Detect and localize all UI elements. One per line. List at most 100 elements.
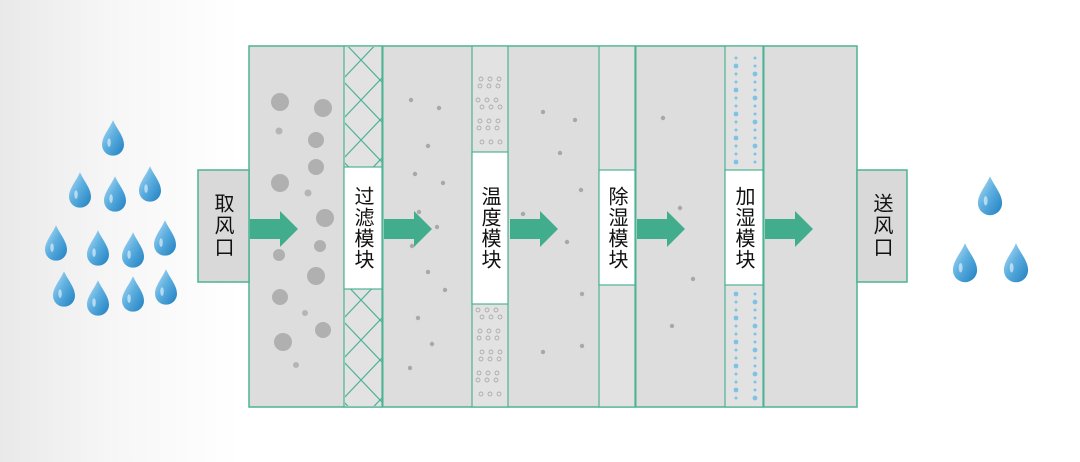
humidify-mist-dot (734, 120, 738, 124)
water-drop-highlight (50, 243, 54, 252)
humidify-mist-dot (752, 299, 758, 305)
temperature-bubble (479, 349, 485, 355)
water-drop-icon (977, 176, 1003, 216)
temperature-bubble (479, 314, 485, 320)
dust-particle (302, 310, 308, 316)
fine-particle (442, 287, 448, 293)
humidify-mist-dot (753, 388, 757, 392)
temperature-bubble (493, 307, 499, 313)
humidify-mist-dot (753, 340, 757, 344)
humidify-mist-dot (753, 332, 757, 336)
dehumidify-label-box (598, 169, 636, 286)
temperature-bubble (486, 83, 492, 89)
water-drop-highlight (160, 287, 164, 296)
water-drop-icon (155, 269, 177, 305)
humidify-mist-dot (753, 316, 757, 320)
fine-particle (540, 109, 546, 115)
humidify-mist-dot (752, 119, 758, 125)
temperature-bubble (496, 356, 502, 362)
water-drop-highlight (109, 194, 113, 203)
dust-particle (271, 93, 289, 111)
humidify-mist-dot (753, 380, 757, 384)
temperature-bubble (485, 335, 491, 341)
temperature-bubble (475, 307, 481, 313)
humidify-mist-dot (753, 80, 757, 84)
humidify-mist-dot (734, 396, 738, 400)
humidify-mist-dot (733, 339, 739, 345)
water-drop-highlight (983, 196, 988, 206)
temperature-bubble (488, 314, 494, 320)
intake-port-label: 取风口 (211, 193, 235, 259)
temperature-bubble (477, 83, 483, 89)
dust-particle (316, 209, 334, 227)
temperature-bubble (488, 139, 494, 145)
humidify-mist-dot (752, 395, 758, 401)
dust-particle (272, 289, 288, 305)
humidify-mist-dot (734, 324, 738, 328)
water-drop-icon (87, 280, 109, 316)
airflow-arrow-icon (250, 211, 298, 247)
temperature-bubble (487, 356, 493, 362)
temperature-bubble (488, 104, 494, 110)
temperature-bubble (484, 307, 490, 313)
water-drop-highlight (92, 298, 96, 307)
temperature-bubble (497, 349, 503, 355)
humidify-mist-dot (734, 80, 738, 84)
humidify-module-label: 加湿模块 (732, 185, 756, 270)
humidify-mist-dot (733, 111, 739, 117)
humidify-mist-dot (752, 143, 758, 149)
dust-particle (275, 127, 283, 135)
dust-particle (308, 132, 324, 148)
temperature-bubble (477, 118, 483, 124)
temperature-bubble (478, 391, 484, 397)
water-drop-icon (1003, 243, 1029, 283)
temperature-bubble (475, 377, 481, 383)
fine-particle (578, 187, 584, 193)
water-drop-icon (87, 230, 109, 266)
temperature-bubble (497, 104, 503, 110)
dust-particle (293, 362, 299, 368)
water-drop-highlight (958, 263, 963, 273)
fine-particle (540, 349, 546, 355)
humidify-mist-dot (752, 95, 758, 101)
fine-particle (425, 143, 431, 149)
temperature-bubble (479, 104, 485, 110)
water-drop-icon (102, 120, 124, 156)
humidify-mist-dot (753, 64, 757, 68)
temperature-bubble (496, 391, 502, 397)
dust-particle (271, 174, 289, 192)
fine-particle (572, 117, 578, 123)
humidify-mist-dot (753, 292, 757, 296)
humidify-mist-dot (733, 363, 739, 369)
fine-particle (409, 243, 415, 249)
fine-particle (579, 343, 585, 349)
water-drop-highlight (58, 289, 62, 298)
airflow-arrow-icon (384, 211, 432, 247)
fine-particle (408, 97, 414, 103)
water-drop-icon (122, 276, 145, 312)
fine-particle (579, 291, 585, 297)
temperature-bubble (495, 328, 501, 334)
humidify-mist-dot (753, 152, 757, 156)
dust-particle (307, 267, 325, 285)
temperature-bubble (486, 118, 492, 124)
dust-particle (274, 333, 292, 351)
outlet-port (856, 169, 908, 283)
filter-mesh-bottom (345, 289, 382, 406)
temperature-bubble (476, 370, 482, 376)
humidify-mist-dot (734, 332, 738, 336)
fine-particle (415, 315, 421, 321)
fine-particle (520, 211, 526, 217)
filter-mesh-top (345, 47, 382, 167)
temperature-bubble (495, 118, 501, 124)
humidify-mist-dot (753, 104, 757, 108)
temperature-bubble (487, 391, 493, 397)
humidify-mist-dot (733, 135, 739, 141)
temperature-bubble (485, 125, 491, 131)
humidify-mist-dot (734, 56, 738, 60)
humidify-mist-dot (734, 152, 738, 156)
water-drop-highlight (1009, 263, 1014, 273)
temperature-bubble (475, 97, 481, 103)
temperature-bubble (488, 349, 494, 355)
